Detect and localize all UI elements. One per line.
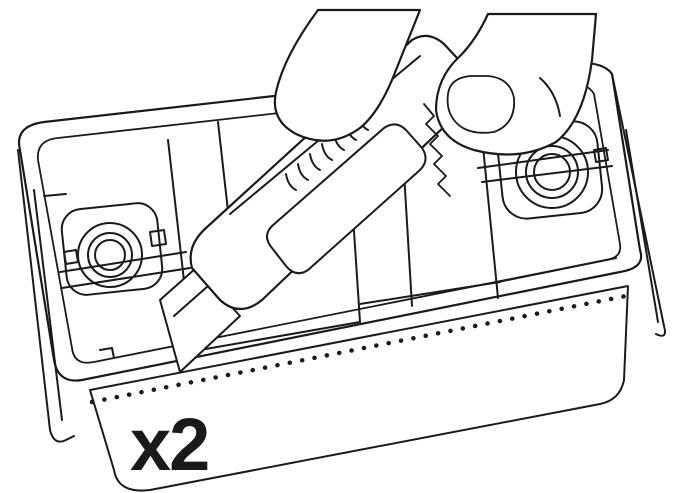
utility-knife-icon bbox=[159, 34, 477, 373]
hand-fingers-icon bbox=[273, 8, 598, 156]
film-sheet bbox=[89, 285, 629, 492]
cut-line bbox=[89, 293, 629, 405]
quantity-label: x2 bbox=[130, 403, 208, 486]
